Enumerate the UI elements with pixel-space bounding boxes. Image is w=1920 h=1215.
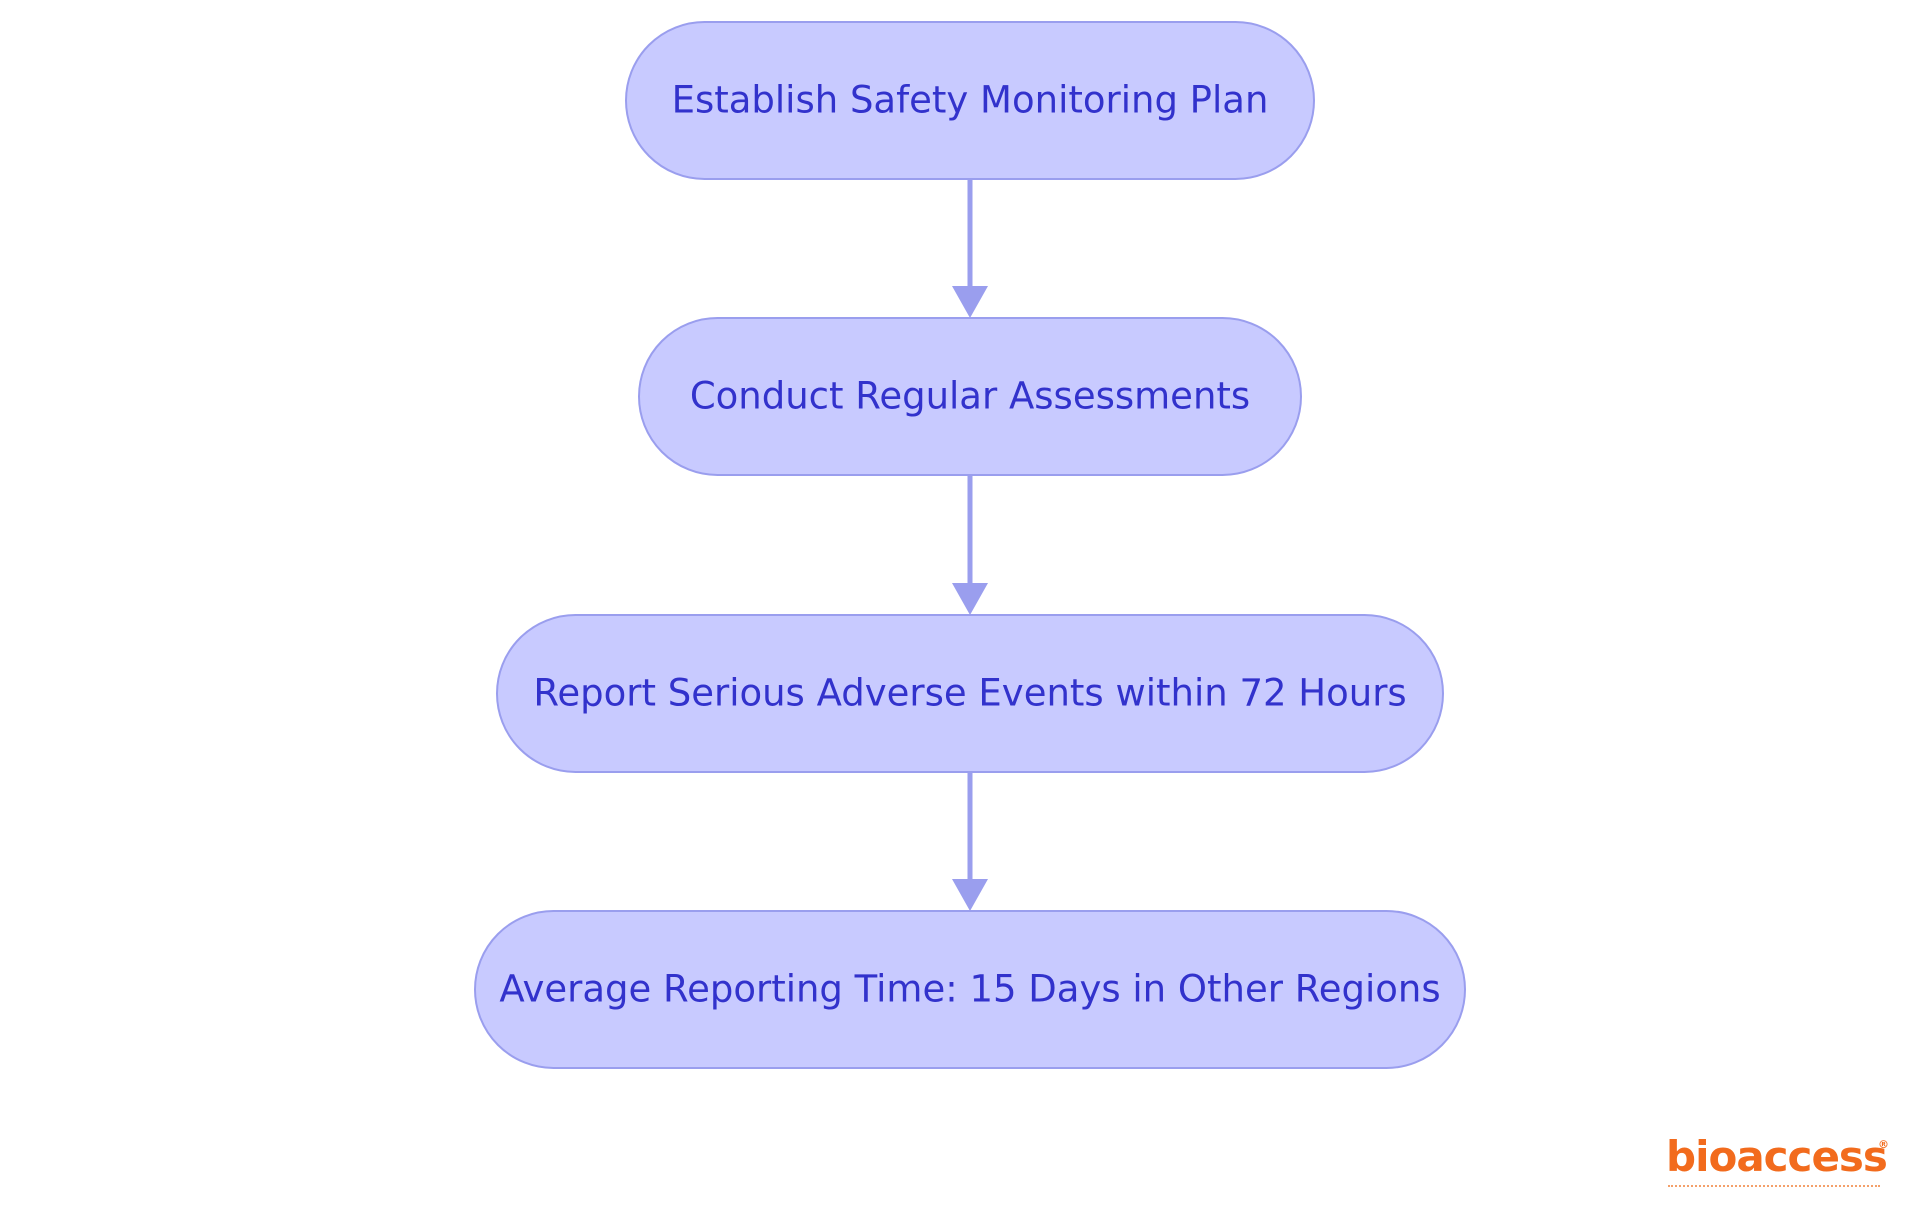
node-3-label: Report Serious Adverse Events within 72 … — [533, 672, 1406, 715]
logo-wordmark: bioaccess — [1666, 1132, 1888, 1181]
edge-1-arrowhead — [952, 286, 988, 318]
edge-2-arrowhead — [952, 583, 988, 615]
node-conduct-regular-assessments: Conduct Regular Assessments — [638, 317, 1302, 476]
edge-2 — [952, 475, 988, 615]
bioaccess-logo: bioaccess ® — [1666, 1132, 1889, 1192]
edge-3-arrowhead — [952, 879, 988, 911]
node-average-reporting-time: Average Reporting Time: 15 Days in Other… — [474, 910, 1466, 1069]
node-4-shape — [474, 910, 1466, 1069]
node-1-shape — [625, 21, 1315, 180]
node-3-shape — [496, 614, 1444, 773]
node-2-shape — [638, 317, 1302, 476]
node-report-serious-adverse-events: Report Serious Adverse Events within 72 … — [496, 614, 1444, 773]
registered-mark: ® — [1878, 1138, 1889, 1151]
node-establish-safety-monitoring-plan: Establish Safety Monitoring Plan — [625, 21, 1315, 180]
node-1-label: Establish Safety Monitoring Plan — [672, 79, 1269, 122]
edge-1 — [952, 179, 988, 318]
logo-tagline-graphic — [1668, 1185, 1880, 1191]
edge-3 — [952, 772, 988, 911]
node-4-label: Average Reporting Time: 15 Days in Other… — [499, 968, 1440, 1011]
node-2-label: Conduct Regular Assessments — [690, 375, 1250, 418]
